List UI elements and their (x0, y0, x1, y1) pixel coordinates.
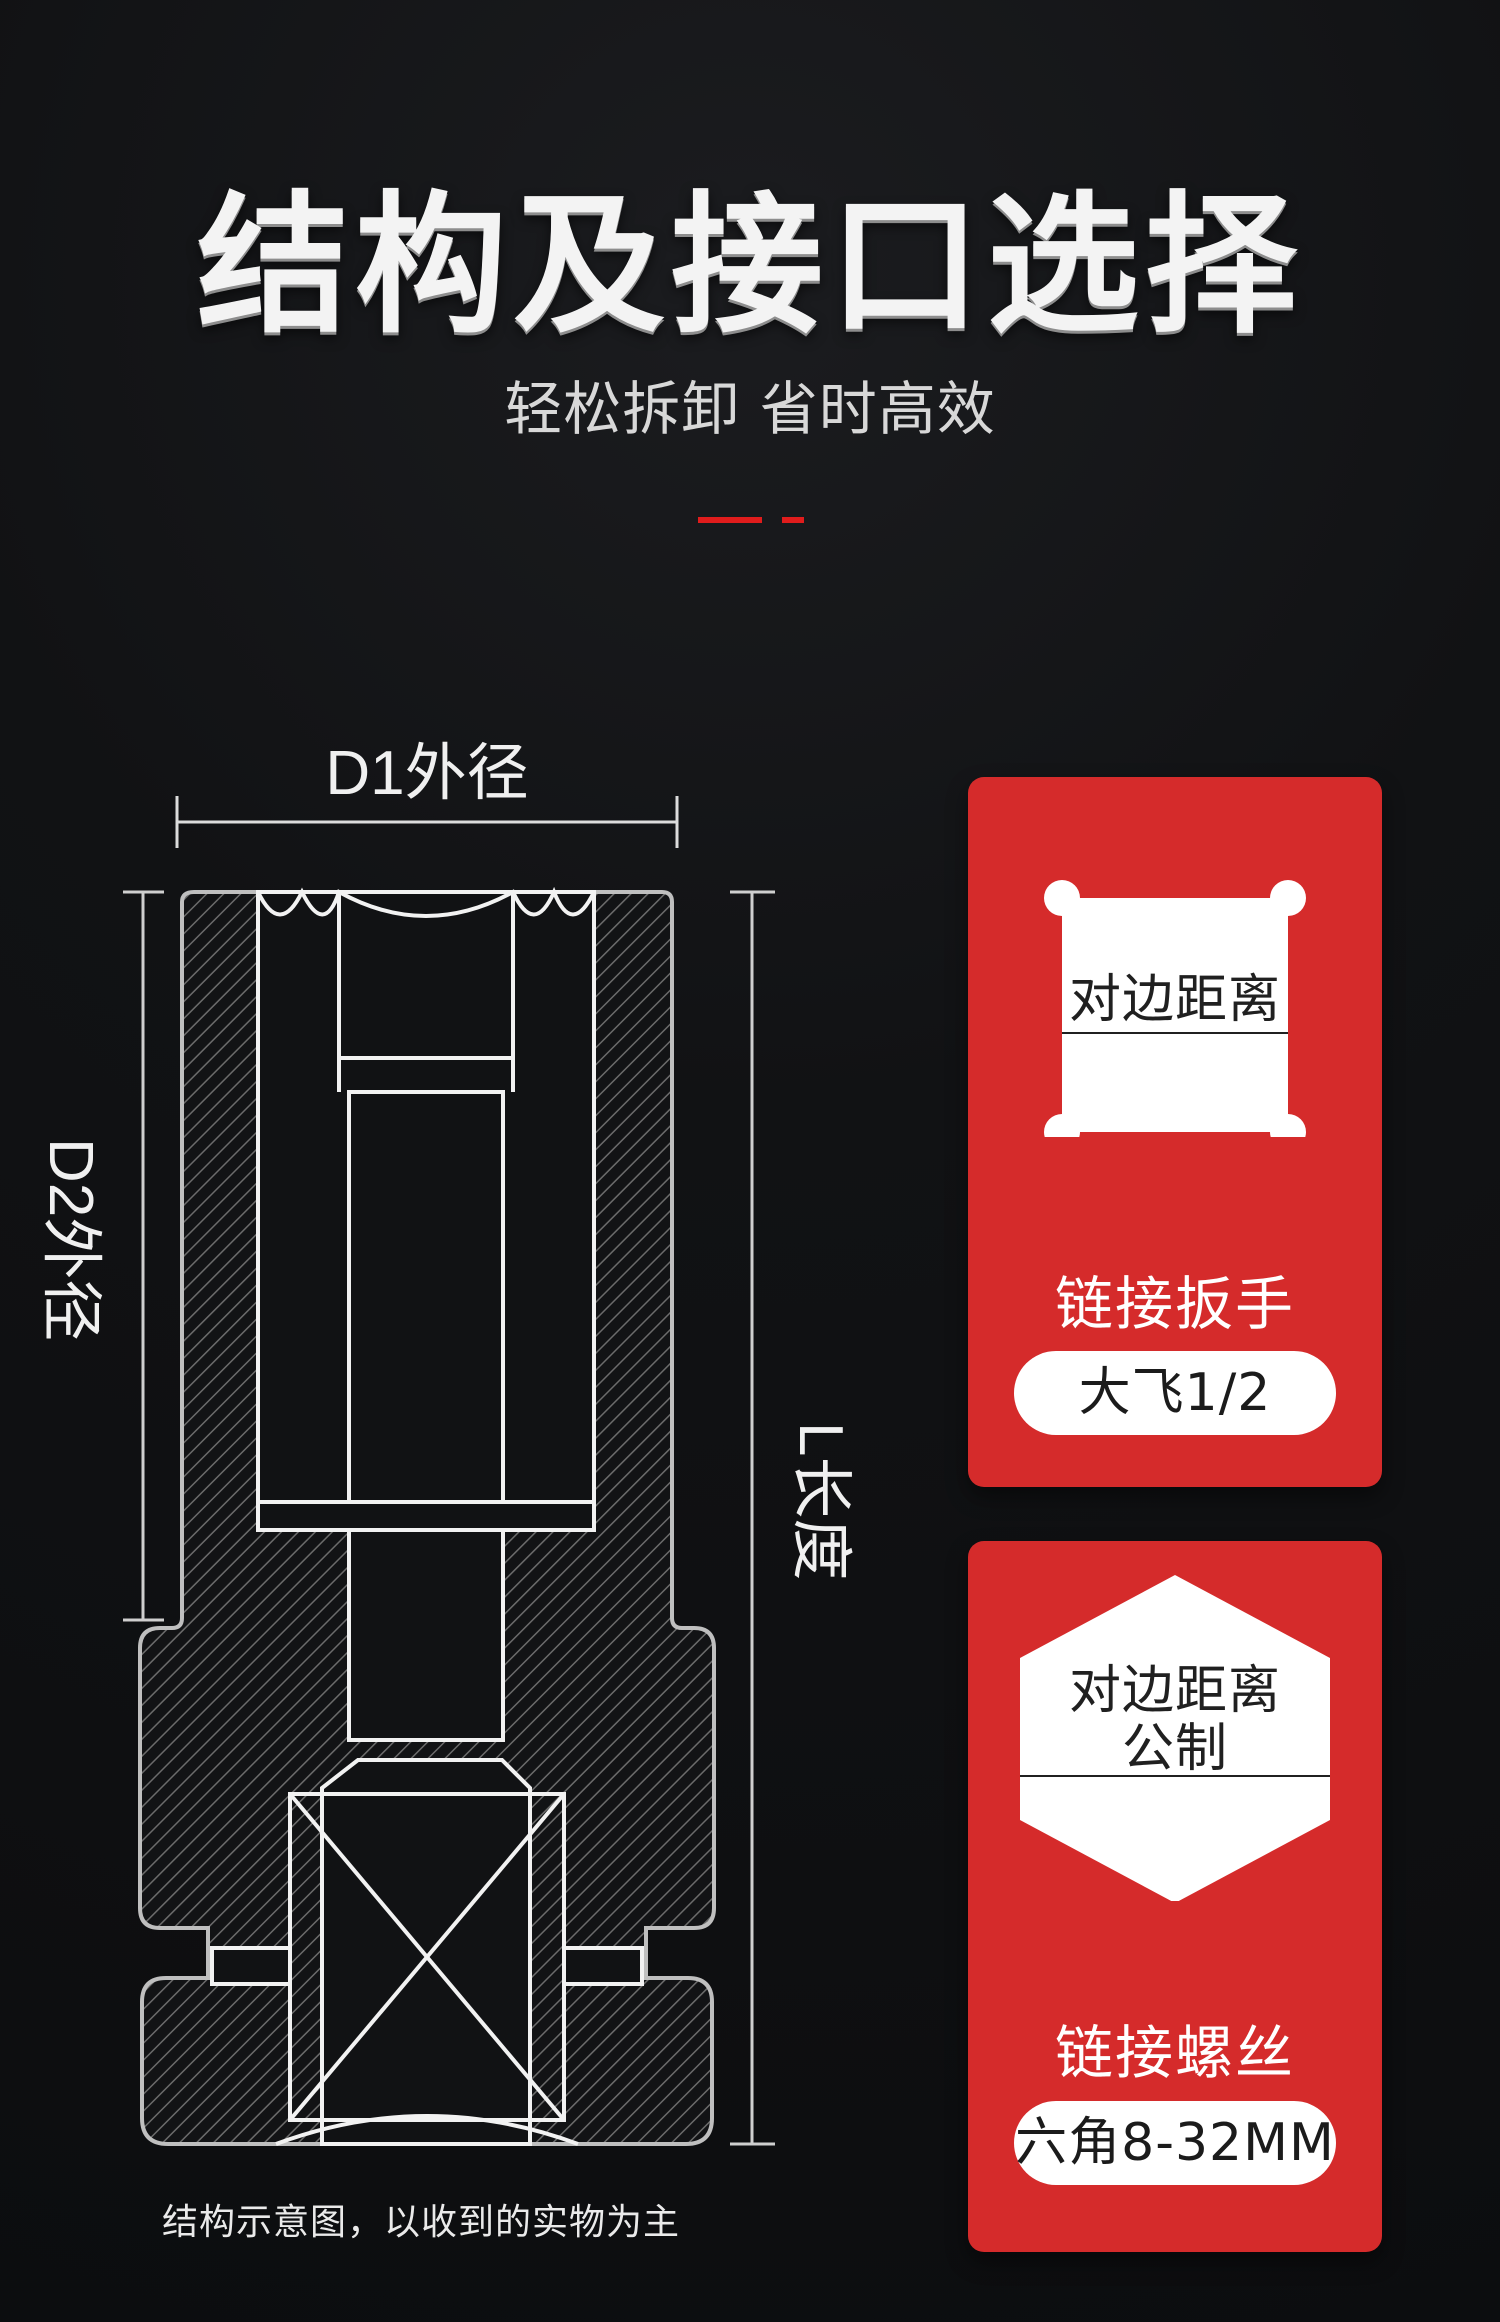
d1-label: D1外径 (325, 739, 528, 808)
socket-teeth (256, 886, 596, 918)
square-shape-icon (968, 777, 1382, 1137)
header: 结构及接口选择 轻松拆卸 省时高效 (0, 177, 1500, 443)
spec-pill: 大飞1/2 (1014, 1351, 1336, 1435)
metric-label: 公制 (1121, 1719, 1228, 1779)
diagram-note: 结构示意图，以收到的实物为主 (162, 2202, 681, 2243)
pin-hole-left (210, 1946, 292, 1986)
square-drive-bottom (275, 2114, 579, 2146)
d2-label: D2外径 (40, 1138, 105, 1341)
card-title: 链接螺丝 (1054, 2019, 1295, 2087)
page-subtitle: 轻松拆卸 省时高效 (504, 375, 996, 443)
hex-opening (337, 890, 515, 1060)
accent-dot-line (782, 517, 804, 523)
card-title: 链接扳手 (1054, 1270, 1295, 1338)
page-title: 结构及接口选择 (197, 177, 1303, 354)
pin-hole-right (562, 1946, 644, 1986)
spec-pill: 六角8-32MM (1014, 2101, 1336, 2185)
distance-label: 对边距离 (1068, 970, 1281, 1030)
socket-cross-section: D1外径 D2外径 L长度 (40, 739, 855, 2146)
hexagon-shape-icon (968, 1541, 1382, 1901)
inner-shaft (347, 1090, 505, 1742)
square-drive-cavity (320, 1758, 532, 2146)
groove-ring (256, 1500, 596, 1532)
accent-line (698, 517, 762, 523)
spec-card-wrench: 对边距离 链接扳手 大飞1/2 (968, 777, 1382, 1487)
spec-card-screw: 对边距离 公制 链接螺丝 六角8-32MM (968, 1541, 1382, 2252)
distance-label: 对边距离 (1068, 1661, 1281, 1721)
socket-diagram: D1外径 D2外径 L长度 (40, 720, 940, 2280)
length-label: L长度 (786, 1422, 855, 1580)
